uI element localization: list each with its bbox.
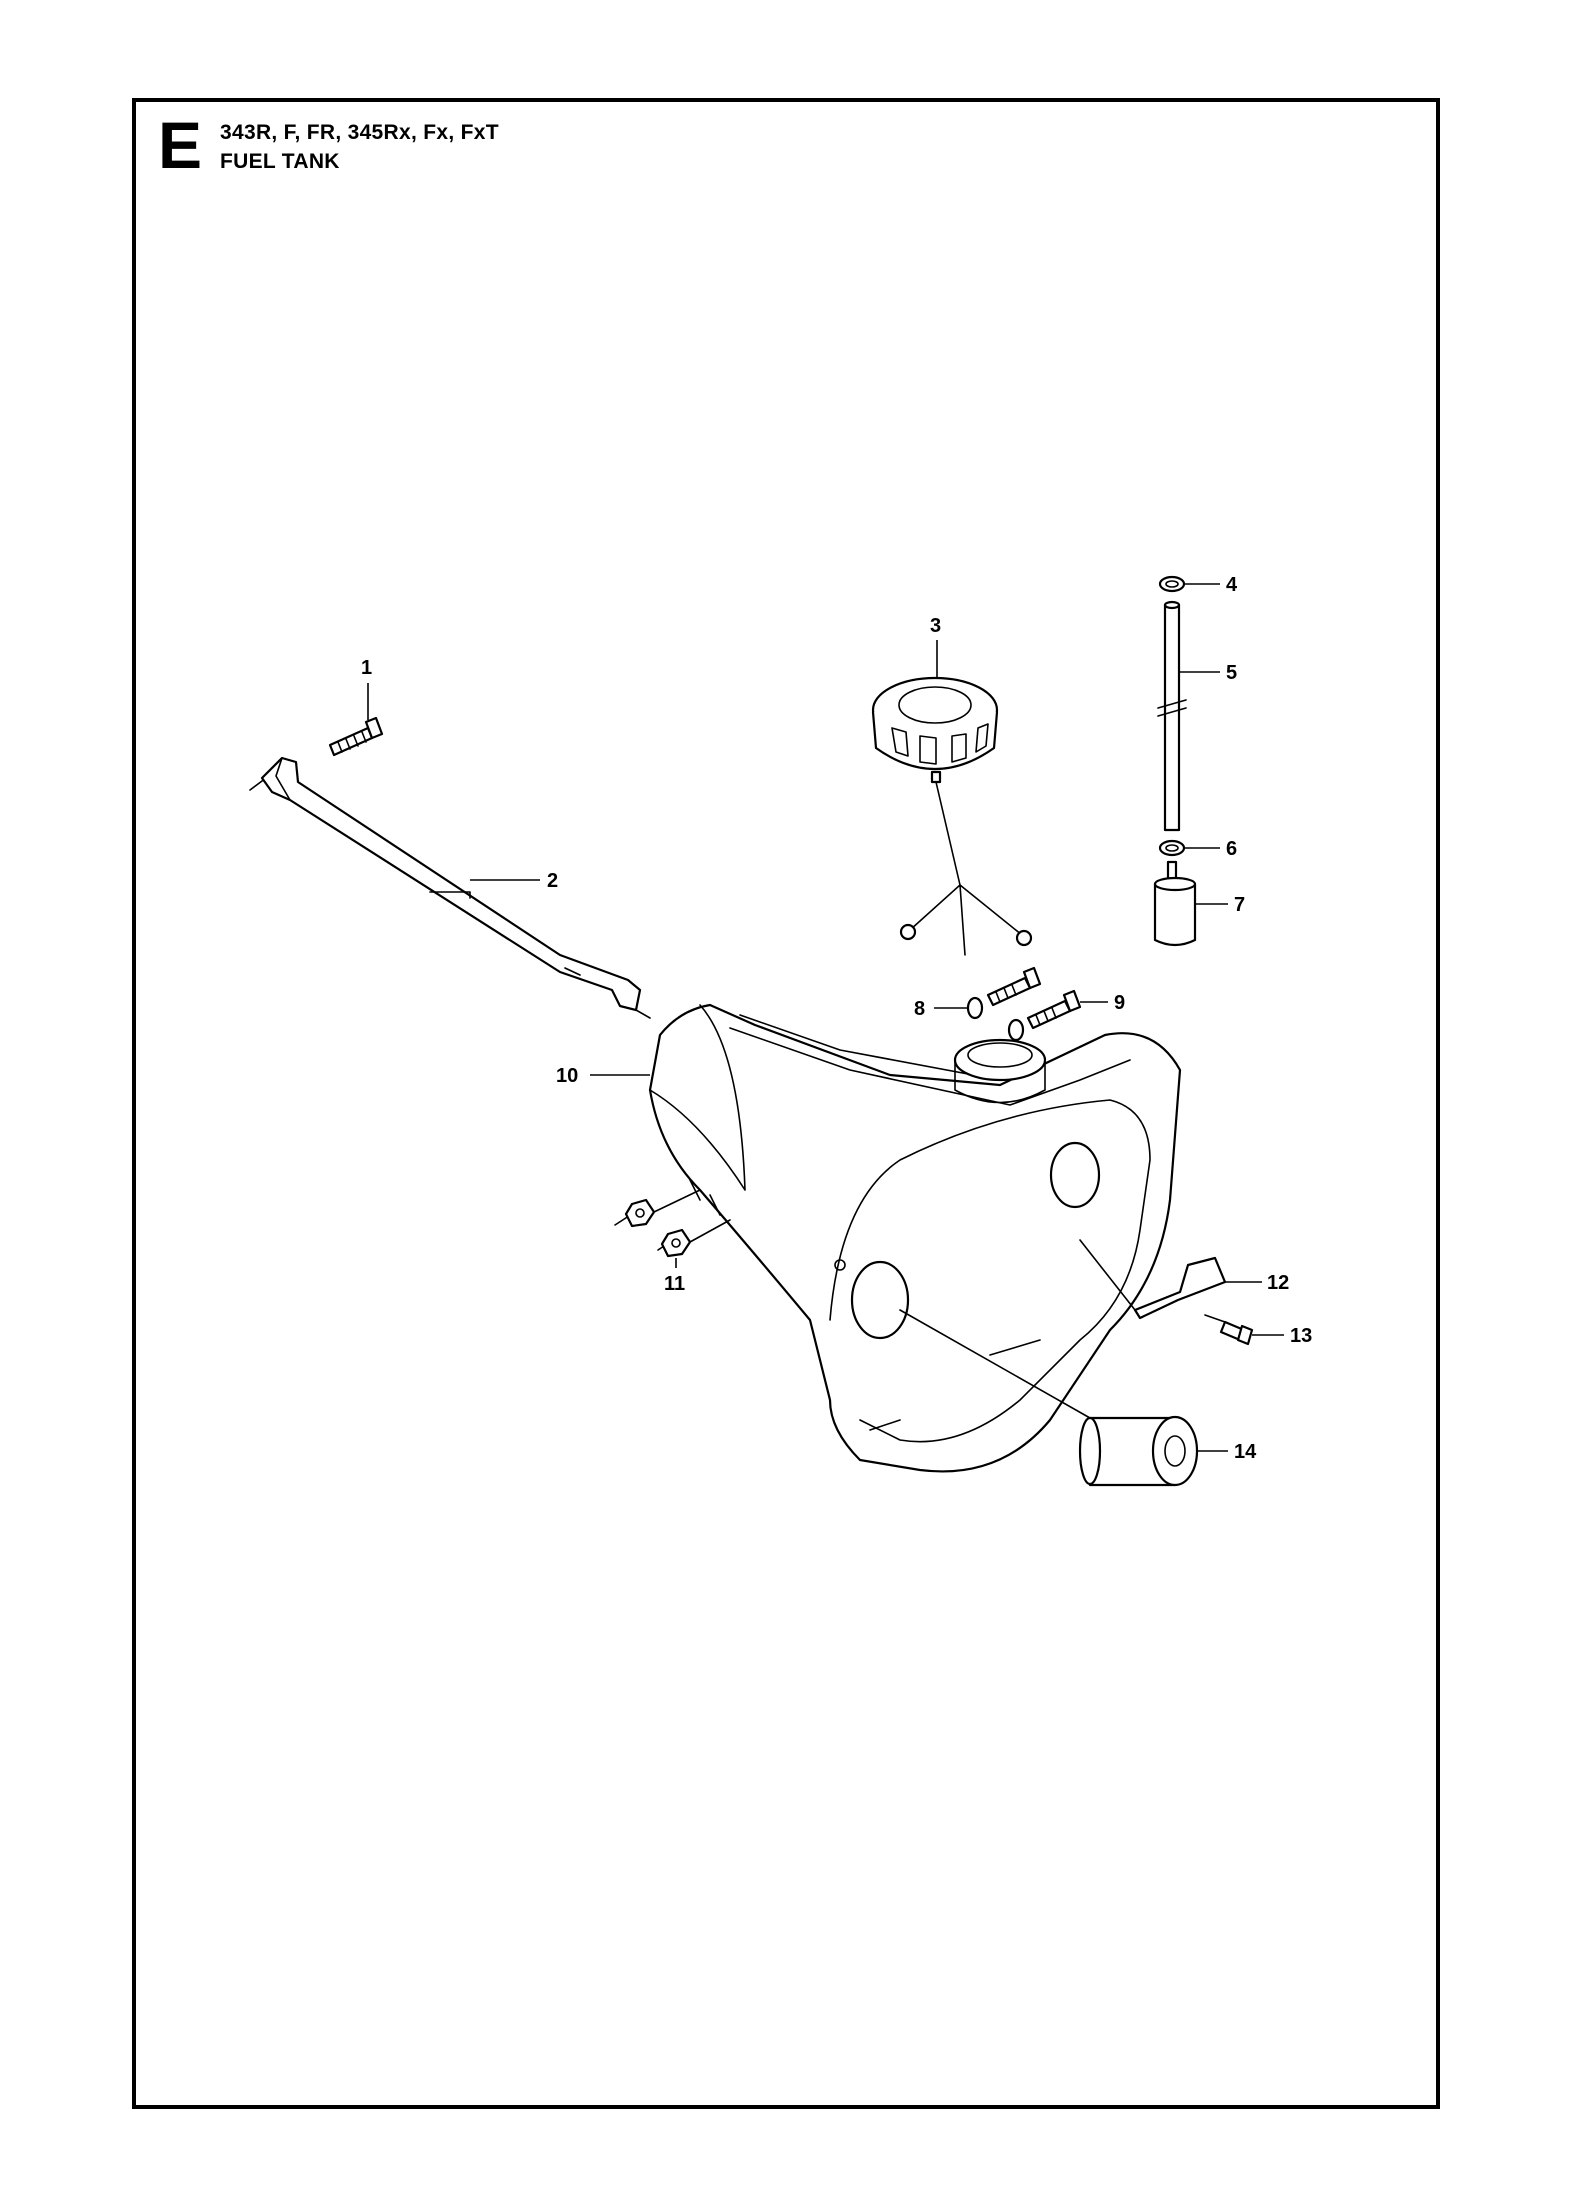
part-2-rail[interactable] (249, 756, 651, 1019)
callout-3: 3 (930, 615, 941, 637)
section-letter: E (158, 108, 203, 182)
part-5-fuel-hose[interactable] (1157, 600, 1187, 832)
part-13-screw[interactable] (1204, 1314, 1254, 1346)
part-7-fuel-filter[interactable] (1153, 860, 1197, 947)
callout-12: 12 (1267, 1272, 1289, 1294)
callout-numbers: 1 2 3 4 5 6 7 8 9 10 11 12 13 14 (361, 574, 1312, 1463)
part-14-damper[interactable] (899, 1309, 1199, 1487)
callout-7: 7 (1234, 894, 1245, 916)
diagram-title: FUEL TANK (220, 150, 340, 173)
leader-lines (367, 583, 1284, 1452)
callout-8: 8 (914, 998, 925, 1020)
callout-4: 4 (1226, 574, 1238, 596)
part-8-bolt-washer[interactable] (966, 966, 1042, 1020)
part-10-fuel-tank[interactable] (648, 1003, 1182, 1473)
part-12-bracket[interactable] (1079, 1239, 1227, 1320)
callout-2: 2 (547, 870, 558, 892)
diagram-frame (132, 98, 1440, 2109)
callout-14: 14 (1234, 1441, 1257, 1463)
part-4-ring[interactable] (1158, 575, 1186, 593)
callout-1: 1 (361, 657, 372, 679)
part-11-nuts[interactable] (614, 1189, 731, 1258)
model-list: 343R, F, FR, 345Rx, Fx, FxT (220, 121, 499, 144)
part-1-screw[interactable] (328, 716, 384, 757)
part-6-ring[interactable] (1158, 839, 1186, 857)
callout-6: 6 (1226, 838, 1237, 860)
callout-11: 11 (664, 1273, 685, 1295)
part-9-bolt-washer[interactable] (1007, 989, 1082, 1042)
callout-9: 9 (1114, 992, 1125, 1014)
part-3-fuel-cap[interactable] (871, 676, 1033, 956)
callout-5: 5 (1226, 662, 1237, 684)
callout-13: 13 (1290, 1325, 1312, 1347)
callout-10: 10 (556, 1065, 578, 1087)
